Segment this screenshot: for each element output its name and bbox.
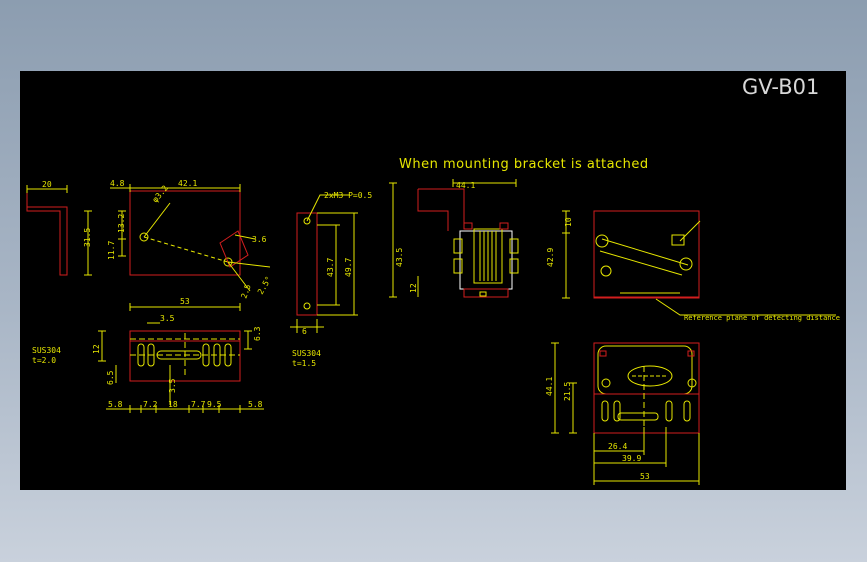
dim-2-5-b: 2.5° xyxy=(256,275,273,296)
view-sensor-arm: 10 42.9 Reference plane of detecting dis… xyxy=(546,210,840,322)
dim-6-3: 6.3 xyxy=(253,326,262,341)
dim-5-8-b: 5.8 xyxy=(248,400,263,409)
material-2mm: SUS304 xyxy=(32,346,61,355)
dim-21-5: 21.5 xyxy=(563,382,572,401)
reference-note: Reference plane of detecting distance xyxy=(684,314,840,322)
dim-26-4: 26.4 xyxy=(608,442,627,451)
dim-7-7: 7.7 xyxy=(191,400,206,409)
dim-3-5: 3.5 xyxy=(160,314,175,323)
dim-49-7: 49.7 xyxy=(344,258,353,277)
dim-42-1: 42.1 xyxy=(178,179,197,188)
thread-callout: 2xM3 P=0.5 xyxy=(324,191,372,200)
dim-4-8: 4.8 xyxy=(110,179,125,188)
thickness-2mm: t=2.0 xyxy=(32,356,56,365)
dim-7-2: 7.2 xyxy=(143,400,158,409)
dim-9-5: 9.5 xyxy=(207,400,222,409)
dim-39-9: 39.9 xyxy=(622,454,641,463)
dim-20: 20 xyxy=(42,180,52,189)
dim-3-6: 3.6 xyxy=(252,235,267,244)
dim-31-5: 31.5 xyxy=(83,228,92,247)
dim-5-8-a: 5.8 xyxy=(108,400,123,409)
dim-42-9: 42.9 xyxy=(546,248,555,267)
dim-53: 53 xyxy=(180,297,190,306)
dim-13-2: 13.2 xyxy=(117,214,126,233)
dim-6: 6 xyxy=(302,327,307,336)
thickness-1-5mm: t=1.5 xyxy=(292,359,316,368)
dim-44-1-top: 44.1 xyxy=(456,181,475,190)
dim-2-5-a: 2.5 xyxy=(239,283,252,300)
dim-18: 18 xyxy=(168,400,178,409)
view-sensor-side: 44.1 43.5 12 xyxy=(389,179,519,298)
material-1-5mm: SUS304 xyxy=(292,349,321,358)
dim-43-5: 43.5 xyxy=(395,248,404,267)
cad-viewport[interactable]: GV-B01 When mounting bracket is attached… xyxy=(20,71,846,490)
dim-11-7: 11.7 xyxy=(107,241,116,260)
dim-43-7: 43.7 xyxy=(326,258,335,277)
view-bracket-front: 4.8 42.1 13.2 11.7 φ3.2 3.6 2.5 2.5° xyxy=(107,179,273,300)
dim-10: 10 xyxy=(564,217,573,227)
cad-drawing: GV-B01 When mounting bracket is attached… xyxy=(26,75,840,485)
dim-6-5: 6.5 xyxy=(106,370,115,385)
view-bracket-side: 20 31.5 xyxy=(26,180,92,276)
view-bracket-top: 53 3.5 6.3 12 6.5 3.5 5.8 7.2 18 7.7 9.5… xyxy=(32,297,264,413)
view-plate: 2xM3 P=0.5 43.7 49.7 6 SUS304 t=1.5 xyxy=(290,191,372,368)
drawing-title: GV-B01 xyxy=(742,75,819,99)
dim-44-1-top-view: 44.1 xyxy=(545,377,554,396)
view-sensor-top: 44.1 21.5 26.4 39.9 53 xyxy=(545,342,700,485)
dim-3-5-b: 3.5 xyxy=(168,378,177,393)
dim-53-top-view: 53 xyxy=(640,472,650,481)
dim-12: 12 xyxy=(92,344,101,354)
drawing-heading: When mounting bracket is attached xyxy=(399,157,649,172)
dim-12-side: 12 xyxy=(409,283,418,293)
dim-phi-3-2: φ3.2 xyxy=(151,184,170,205)
